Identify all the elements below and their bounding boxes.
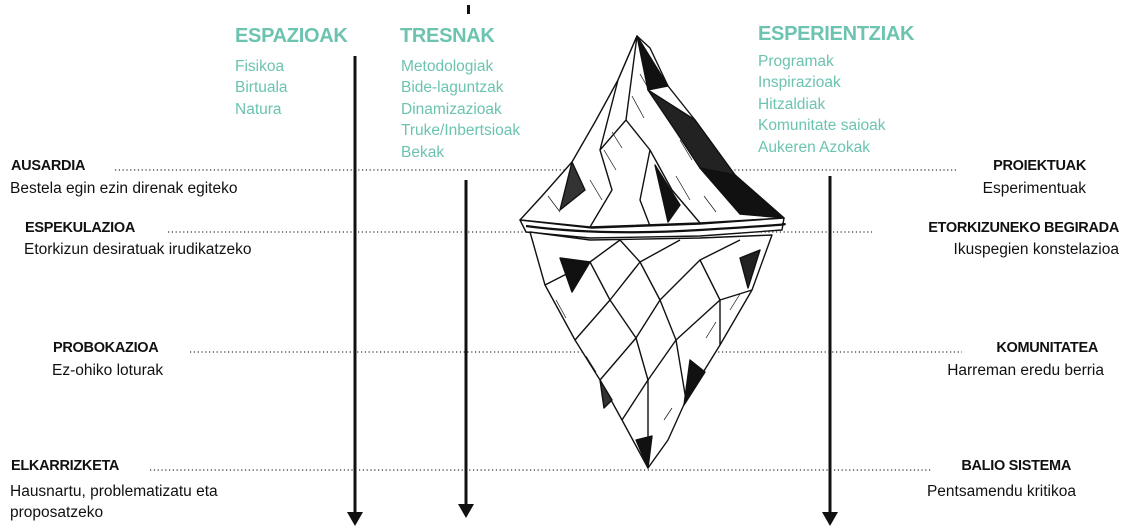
list-item: Inspirazioak [758,72,886,93]
list-item: Hitzaldiak [758,94,886,115]
column-title-esperientziak: ESPERIENTZIAK [758,24,914,44]
level-subtitle-proiektuak: Esperimentuak [983,178,1086,199]
column-title-espazioak: ESPAZIOAK [235,26,348,46]
list-item: Metodologiak [401,56,520,77]
list-item: Natura [235,99,288,120]
list-item: Programak [758,51,886,72]
level-subtitle-elkarrizketa-line2: proposatzeko [10,502,103,523]
list-item: Bekak [401,142,520,163]
list-item: Birtuala [235,77,288,98]
column-title-tresnak: TRESNAK [400,26,495,46]
list-item: Bide-laguntzak [401,77,520,98]
level-title-etorkizuneko-begirada: ETORKIZUNEKO BEGIRADA [927,221,1120,236]
level-title-ausardia: AUSARDIA [10,159,86,174]
espazioak-list: Fisikoa Birtuala Natura [235,56,288,120]
tresnak-list: Metodologiak Bide-laguntzak Dinamizazioa… [401,56,520,163]
arrow-down-icon [347,56,363,526]
level-title-balio-sistema: BALIO SISTEMA [960,459,1072,474]
level-subtitle-elkarrizketa: Hausnartu, problematizatu eta [10,481,218,502]
iceberg-illustration [520,36,785,468]
esperientziak-list: Programak Inspirazioak Hitzaldiak Komuni… [758,51,886,158]
list-item: Aukeren Azokak [758,137,886,158]
level-subtitle-espekulazioa: Etorkizun desiratuak irudikatzeko [24,239,251,260]
list-item: Komunitate saioak [758,115,886,136]
arrow-down-icon [822,176,838,526]
level-subtitle-ausardia: Bestela egin ezin direnak egiteko [10,178,237,199]
level-subtitle-balio-sistema: Pentsamendu kritikoa [927,481,1076,502]
top-tick [467,5,470,14]
level-subtitle-komunitatea: Harreman eredu berria [947,360,1104,381]
arrow-down-icon [458,180,474,518]
level-subtitle-probokazioa: Ez-ohiko loturak [52,360,163,381]
list-item: Truke/Inbertsioak [401,120,520,141]
list-item: Fisikoa [235,56,288,77]
level-title-komunitatea: KOMUNITATEA [995,341,1099,356]
level-subtitle-etorkizuneko-begirada: Ikuspegien konstelazioa [954,239,1119,260]
list-item: Dinamizazioak [401,99,520,120]
level-title-elkarrizketa: ELKARRIZKETA [10,459,120,474]
level-title-espekulazioa: ESPEKULAZIOA [24,221,136,236]
level-title-probokazioa: PROBOKAZIOA [52,341,159,356]
level-title-proiektuak: PROIEKTUAK [992,159,1087,174]
